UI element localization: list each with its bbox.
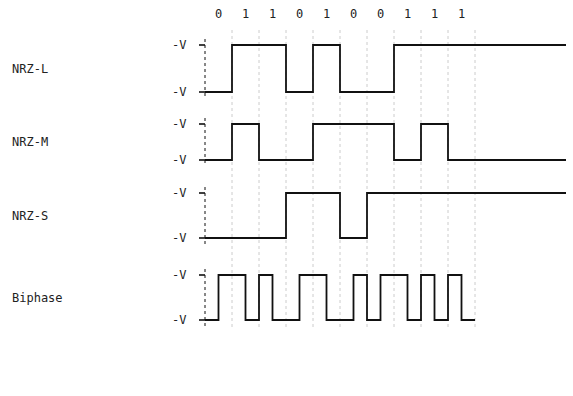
axis-line [205, 39, 206, 98]
level-label: -V [172, 314, 186, 326]
signal-name: NRZ-L [12, 63, 48, 75]
level-label: -V [172, 269, 186, 281]
tick-mark [199, 274, 205, 276]
signal-name: NRZ-S [12, 210, 48, 222]
bit-value: 1 [431, 8, 438, 20]
axis-line [205, 118, 206, 166]
level-label: -V [172, 154, 186, 166]
bit-boundary [475, 30, 476, 330]
tick-mark [199, 123, 205, 125]
bit-value: 1 [323, 8, 330, 20]
bit-value: 0 [350, 8, 357, 20]
tick-mark [199, 91, 205, 93]
waveform [205, 193, 566, 238]
bit-value: 0 [215, 8, 222, 20]
level-label: -V [172, 118, 186, 130]
tick-mark [199, 192, 205, 194]
bit-value: 1 [269, 8, 276, 20]
tick-mark [199, 319, 205, 321]
level-label: -V [172, 39, 186, 51]
tick-mark [199, 237, 205, 239]
tick-mark [199, 44, 205, 46]
bit-value: 1 [458, 8, 465, 20]
bit-value: 1 [242, 8, 249, 20]
bit-value: 0 [377, 8, 384, 20]
waveform [205, 124, 566, 160]
axis-line [205, 269, 206, 326]
level-label: -V [172, 86, 186, 98]
waveform [205, 45, 566, 92]
axis-line [205, 187, 206, 244]
level-label: -V [172, 232, 186, 244]
signal-name: NRZ-M [12, 136, 48, 148]
tick-mark [199, 159, 205, 161]
signal-name: Biphase [12, 292, 63, 304]
level-label: -V [172, 187, 186, 199]
bit-value: 1 [404, 8, 411, 20]
waveform [205, 275, 475, 320]
bit-value: 0 [296, 8, 303, 20]
